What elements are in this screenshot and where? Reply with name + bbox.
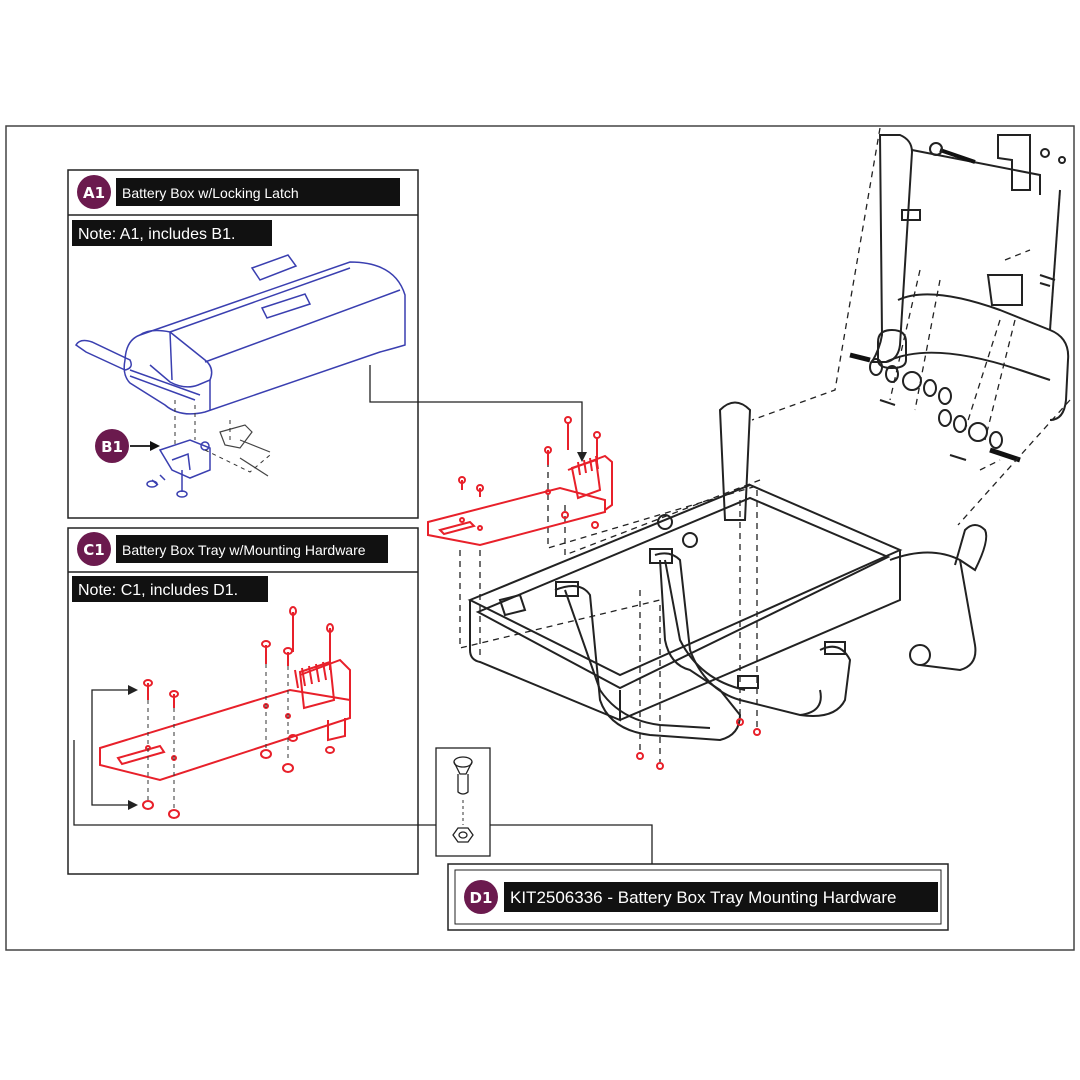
a1-leader-line bbox=[369, 365, 583, 455]
c1-d1-connector bbox=[73, 740, 653, 865]
panel-c1-note-bg bbox=[72, 576, 268, 602]
badge-b1 bbox=[95, 429, 129, 463]
panel-c1-title-bg bbox=[116, 535, 388, 563]
latch-icon bbox=[146, 439, 211, 498]
bolt-icon bbox=[453, 756, 473, 795]
panel-c1-note: Note: C1, includes D1. bbox=[78, 582, 238, 599]
panel-c1-title: Battery Box Tray w/Mounting Hardware bbox=[122, 542, 366, 558]
badge-d1 bbox=[464, 880, 498, 914]
latch-spring-icon bbox=[219, 424, 271, 477]
panel-a1-title-bg bbox=[116, 178, 400, 206]
badge-d1-label: D1 bbox=[470, 889, 493, 907]
a1-arrow-head bbox=[577, 452, 587, 462]
tray-icon bbox=[427, 416, 761, 770]
badge-a1-label: A1 bbox=[83, 184, 105, 202]
dashed-leader-lines bbox=[459, 127, 1071, 762]
nut-icon bbox=[452, 827, 474, 843]
badge-a1 bbox=[77, 175, 111, 209]
panel-c1: Battery Box Tray w/Mounting Hardware C1 … bbox=[67, 527, 419, 875]
panel-d1: KIT2506336 - Battery Box Tray Mounting H… bbox=[447, 863, 949, 931]
panel-d1-title: KIT2506336 - Battery Box Tray Mounting H… bbox=[510, 888, 896, 907]
seat-frame-icon bbox=[467, 134, 1070, 742]
latch-dashed-lines bbox=[174, 400, 271, 473]
badge-c1-label: C1 bbox=[83, 541, 104, 559]
b1-arrow-head bbox=[150, 441, 160, 451]
panel-a1: Battery Box w/Locking Latch A1 Note: A1,… bbox=[67, 169, 419, 519]
panel-a1-title: Battery Box w/Locking Latch bbox=[122, 185, 299, 201]
panel-a1-note-bg bbox=[72, 220, 272, 246]
tray-dashed-lines bbox=[147, 664, 289, 810]
badge-b1-label: B1 bbox=[101, 438, 123, 456]
panel-a1-note: Note: A1, includes B1. bbox=[78, 226, 235, 243]
c1-bracket-line bbox=[91, 689, 132, 806]
badge-c1 bbox=[77, 532, 111, 566]
diagram-border bbox=[5, 125, 1075, 951]
d1-hardware-callout bbox=[435, 747, 491, 857]
battery-box-icon bbox=[75, 254, 406, 415]
panel-d1-title-bg bbox=[504, 882, 938, 912]
